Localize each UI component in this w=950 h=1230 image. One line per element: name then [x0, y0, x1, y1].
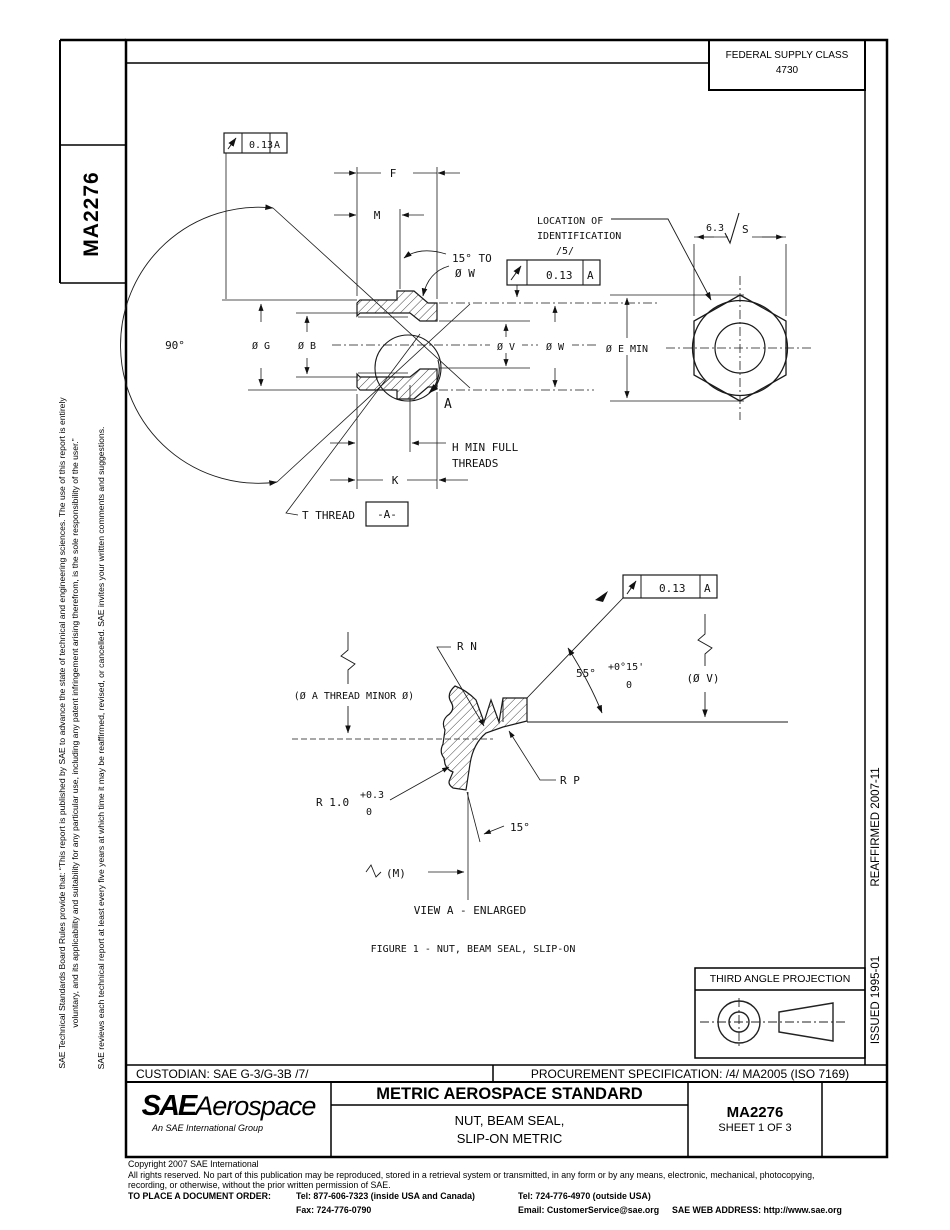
chamfer-note-2: Ø W [455, 267, 475, 280]
angle-90-label: 90° [165, 339, 185, 352]
angle-55-plus: +0°15' [608, 662, 644, 673]
h-min-label-1: H MIN FULL [452, 441, 519, 454]
logo-sae: SAE [141, 1090, 198, 1122]
radius-minus: 0 [366, 807, 372, 818]
dim-k: K [392, 474, 399, 487]
federal-supply-class: FEDERAL SUPPLY CLASS 4730 [709, 48, 865, 78]
feature-control-frame-3 [622, 574, 718, 599]
review-note-vertical: SAE reviews each technical report at lea… [96, 426, 106, 1070]
figure-caption: FIGURE 1 - NUT, BEAM SEAL, SLIP-ON [371, 944, 576, 955]
logo-tagline: An SAE International Group [152, 1123, 264, 1133]
radius-plus: +0.3 [360, 790, 384, 801]
fcf1-tolerance: 0.13 [249, 140, 273, 151]
h-min-label-2: THREADS [452, 457, 498, 470]
third-angle-projection-icon [700, 998, 848, 1047]
drawing-labels: 0.13 A F M 15° TO Ø W 0.13 A 90° Ø G Ø B… [165, 140, 749, 955]
runout-symbol-icon [626, 580, 637, 595]
rights-line-1: All rights reserved. No part of this pub… [128, 1170, 815, 1180]
hex-end-view [596, 212, 814, 420]
angle-arc-90 [120, 204, 278, 486]
custodian: CUSTODIAN: SAE G-3/G-3B /7/ [136, 1067, 309, 1081]
fcf2-tolerance: 0.13 [546, 269, 573, 282]
title-line-1: NUT, BEAM SEAL, [454, 1113, 565, 1128]
nut-section-lower [356, 368, 438, 400]
break-symbol [340, 632, 356, 684]
doc-number: MA2276 [726, 1104, 784, 1121]
sheet-frame [59, 38, 889, 1159]
email: Email: CustomerService@sae.org [518, 1205, 660, 1215]
dia-v-label: Ø V [497, 341, 515, 353]
web-address: SAE WEB ADDRESS: http://www.sae.org [672, 1205, 842, 1215]
r-p-label: R P [560, 774, 580, 787]
dim-m: M [374, 209, 381, 222]
title-line-2: SLIP-ON METRIC [456, 1131, 563, 1146]
copyright: Copyright 2007 SAE International [128, 1159, 259, 1169]
detail-a-label: A [444, 397, 452, 412]
fcf3-tolerance: 0.13 [659, 582, 686, 595]
tel-inside: Tel: 877-606-7323 (inside USA and Canada… [296, 1191, 475, 1201]
third-angle-projection-title: THIRD ANGLE PROJECTION [709, 973, 851, 985]
r-n-label: R N [457, 640, 477, 653]
view-a-caption: VIEW A - ENLARGED [414, 904, 527, 917]
view-a-enlarged [292, 574, 788, 900]
dim-s: S [742, 223, 749, 236]
feature-control-frame-2 [506, 259, 601, 298]
surface-finish-value: 6.3 [706, 223, 724, 234]
nut-section-upper [356, 290, 438, 322]
bore-circle [714, 322, 766, 374]
dia-b-label: Ø B [298, 340, 316, 352]
feature-control-frame-1 [223, 132, 288, 299]
tel-outside: Tel: 724-776-4970 (outside USA) [518, 1191, 651, 1201]
rights-line-2: recording, or otherwise, without the pri… [128, 1180, 391, 1190]
runout-symbol-icon [510, 265, 522, 281]
disclaimer-line-1: SAE Technical Standards Board Rules prov… [57, 397, 67, 1069]
surface-finish-icon [724, 212, 740, 245]
chamfer-note-1: 15° TO [452, 252, 492, 265]
dia-g-label: Ø G [252, 340, 270, 352]
fcf2-datum: A [587, 269, 594, 282]
fsc-line1: FEDERAL SUPPLY CLASS [725, 50, 849, 61]
angle-15-label: 15° [510, 821, 530, 834]
minor-dia-label: (Ø A THREAD MINOR Ø) [294, 690, 414, 702]
dia-e-min-label: Ø E MIN [606, 343, 648, 355]
disclaimer-line-2: voluntary, and its applicability and sui… [70, 438, 80, 1028]
angle-55-minus: 0 [626, 680, 632, 691]
procurement-specification: PROCUREMENT SPECIFICATION: /4/ MA2005 (I… [530, 1067, 850, 1081]
doc-number-vertical: MA2276 [80, 171, 103, 257]
m-ref-label: (M) [386, 867, 406, 880]
issued-date-vertical: ISSUED 1995-01 [870, 955, 882, 1045]
datum-a-box [365, 501, 409, 527]
runout-symbol-icon [227, 137, 237, 150]
order-label: TO PLACE A DOCUMENT ORDER: [128, 1191, 271, 1201]
dia-w-label: Ø W [546, 341, 565, 353]
main-section-view [120, 132, 660, 527]
sae-aerospace-logo: SAEAerospace An SAE International Group [126, 1090, 331, 1134]
third-angle-projection-box [694, 967, 866, 1059]
angle-55-label: 55° [576, 667, 596, 680]
dim-f: F [390, 167, 397, 180]
fax: Fax: 724-776-0790 [296, 1205, 372, 1215]
datum-a-label: -A- [377, 508, 397, 521]
fcf3-datum: A [704, 582, 711, 595]
loc-id-1: LOCATION OF [537, 216, 603, 227]
reaffirmed-date-vertical: REAFFIRMED 2007-11 [870, 767, 882, 887]
logo-aerospace: Aerospace [195, 1091, 316, 1121]
sheet-number: SHEET 1 OF 3 [718, 1122, 792, 1134]
loc-id-3: /5/ [556, 246, 574, 257]
break-symbol [365, 864, 382, 878]
loc-id-2: IDENTIFICATION [537, 231, 621, 242]
break-symbol [697, 614, 713, 666]
standard-type: METRIC AEROSPACE STANDARD [376, 1085, 643, 1103]
fsc-line2: 4730 [775, 65, 799, 76]
fcf1-datum: A [274, 140, 280, 151]
nose-profile [440, 685, 528, 791]
chamfer-circle [691, 299, 789, 397]
radius-label: R 1.0 [316, 796, 349, 809]
t-thread-label: T THREAD [302, 509, 355, 522]
dia-v-ref-label: (Ø V) [686, 672, 719, 685]
